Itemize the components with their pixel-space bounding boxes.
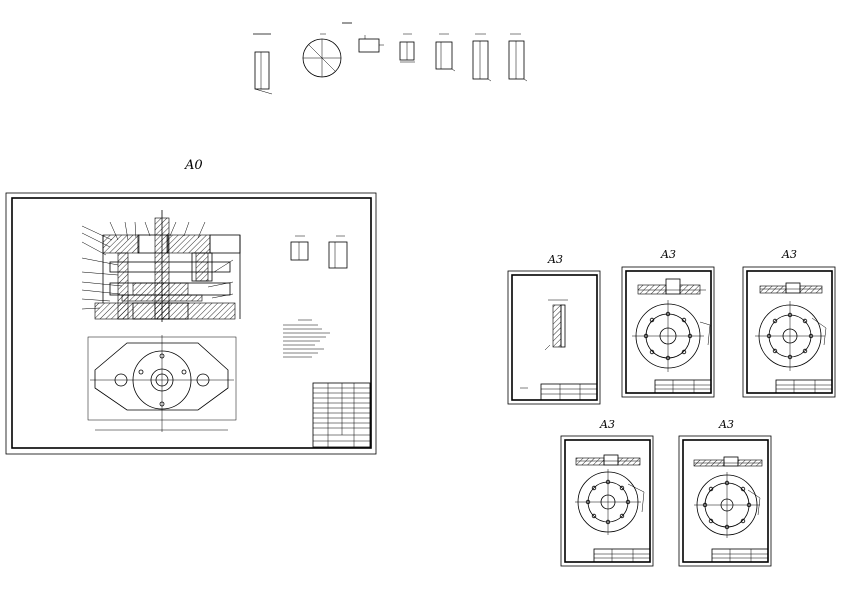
die-plan-view bbox=[87, 335, 237, 432]
sheet-a3-4-label: A3 bbox=[599, 418, 615, 431]
part-sketch-block bbox=[342, 22, 384, 53]
sheet-a3-5-label: A3 bbox=[718, 418, 734, 431]
sheet-a0-label: A0 bbox=[184, 158, 203, 173]
technical-requirements-notes bbox=[283, 319, 330, 358]
sheet-a3-2-label: A3 bbox=[660, 248, 676, 261]
part-sketch-bushing-1 bbox=[399, 33, 415, 63]
a0-part-sketches bbox=[290, 235, 348, 269]
sheet-a3-2 bbox=[621, 266, 715, 398]
die-assembly-section bbox=[81, 210, 241, 322]
part-sketch-cylinder bbox=[253, 33, 273, 95]
part-sketch-pin-2 bbox=[508, 33, 528, 82]
sheet-a3-1 bbox=[507, 270, 601, 405]
part-sketch-pin-1 bbox=[472, 33, 492, 82]
sheet-a0 bbox=[5, 192, 377, 455]
sheet-a3-1-label: A3 bbox=[547, 253, 563, 266]
sheet-a3-3 bbox=[742, 266, 836, 398]
sheet-a3-5 bbox=[678, 435, 772, 567]
a0-title-block bbox=[312, 382, 371, 448]
sheet-a3-3-label: A3 bbox=[781, 248, 797, 261]
sheet-a3-4 bbox=[560, 435, 654, 567]
part-sketch-disc bbox=[302, 33, 342, 78]
top-part-sketches bbox=[253, 22, 528, 95]
part-sketch-bushing-2 bbox=[435, 33, 456, 72]
